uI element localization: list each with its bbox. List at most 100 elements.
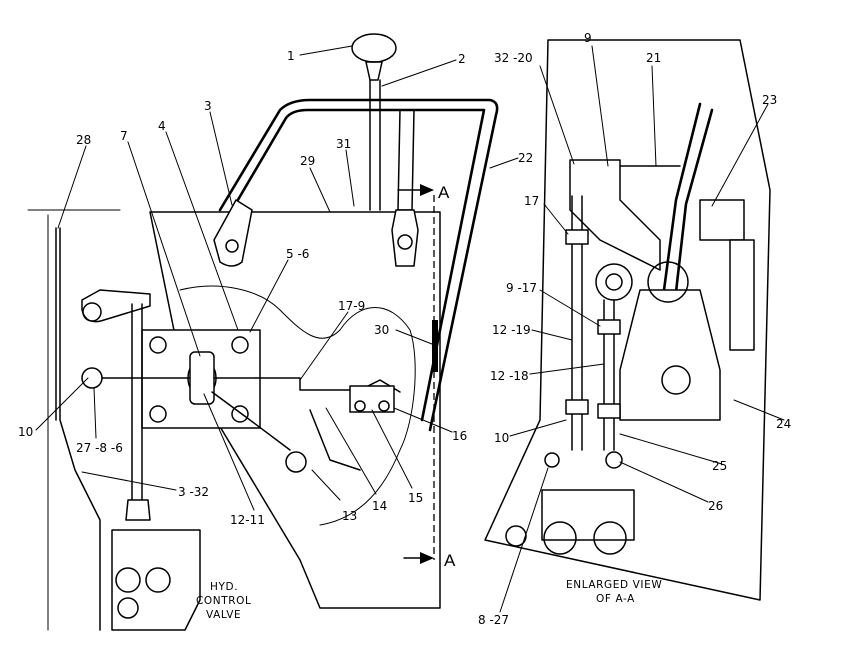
guard-bar-inner: [230, 108, 486, 422]
rod-9-17-nut: [597, 319, 621, 335]
rod-25-nut: [597, 403, 621, 419]
pivot-hub: [595, 263, 633, 301]
valve-housing-right: [619, 289, 721, 421]
leader-12-11: [203, 393, 255, 511]
callout-9: 9: [584, 31, 592, 45]
pivot-hub-inner: [605, 273, 623, 291]
callout-31: 31: [336, 137, 351, 151]
leader-3: [209, 111, 233, 206]
plate-23: [699, 199, 745, 241]
callout-12-18: 12 -18: [490, 369, 529, 383]
leader-24: [733, 399, 785, 421]
callout-3-32: 3 -32: [178, 485, 209, 499]
leader-29: [309, 167, 331, 213]
housing-port: [661, 365, 691, 395]
leader-21: [651, 65, 657, 167]
callout-8-27: 8 -27: [478, 613, 509, 627]
spring-14: [309, 409, 361, 471]
breakaway-contour: [179, 285, 416, 526]
lower-pivot: [81, 367, 103, 389]
callout-labels: 1 2 3 4 5 -6 7 28 29 31 22 17-9 30 10 27…: [18, 31, 791, 627]
spool-body: [189, 351, 215, 405]
pivot-block: [391, 209, 419, 267]
leader-5-6: [249, 259, 289, 333]
guard-bar: [218, 98, 499, 432]
callout-2: 2: [458, 52, 466, 66]
callout-21: 21: [646, 51, 661, 65]
rod-clevis: [125, 499, 151, 521]
callout-13: 13: [342, 509, 357, 523]
hyd-caption-1: HYD.: [210, 581, 238, 593]
enlarged-port-a: [543, 521, 577, 555]
callout-23: 23: [762, 93, 777, 107]
callout-26: 26: [708, 499, 723, 513]
leader-2: [381, 59, 457, 87]
callout-16: 16: [452, 429, 467, 443]
hub-large: [647, 261, 689, 303]
leader-14: [325, 407, 377, 495]
enlarged-valve: [541, 489, 635, 541]
callout-32-20: 32 -20: [494, 51, 533, 65]
callout-3: 3: [204, 99, 212, 113]
hyd-caption-3: VALVE: [206, 609, 241, 621]
leader-13: [311, 469, 341, 501]
leader-17-9: [299, 311, 349, 381]
leader-15: [371, 409, 413, 489]
leader-16: [393, 407, 453, 433]
leader-31: [345, 149, 355, 207]
hyd-port-b: [145, 567, 171, 593]
part-30-plate: [432, 320, 438, 372]
hyd-port-c: [117, 597, 139, 619]
leader-7: [127, 141, 201, 357]
leader-28: [57, 145, 87, 229]
side-plate: [729, 239, 755, 351]
bellcrank-pivot: [82, 302, 102, 322]
leader-4: [165, 131, 239, 331]
callout-27-8-6: 27 -8 -6: [76, 441, 123, 455]
leader-8-27: [499, 467, 549, 613]
leader-lines: [35, 45, 785, 613]
lever-21: [662, 102, 702, 292]
leader-22: [489, 157, 519, 169]
clamp-16: [349, 385, 395, 413]
clamp-bolt-a: [354, 400, 366, 412]
pivot-hole: [397, 234, 413, 250]
callout-15: 15: [408, 491, 423, 505]
main-view: [27, 33, 499, 631]
callout-28: 28: [76, 133, 91, 147]
callout-12-11: 12-11: [230, 513, 265, 527]
leader-17: [543, 203, 569, 235]
block-bolt-bl: [149, 405, 167, 423]
lever-arm: [397, 109, 415, 211]
hyd-caption-2: CONTROL: [196, 595, 251, 607]
block-bolt-tl: [149, 336, 167, 354]
callout-5-6: 5 -6: [286, 247, 309, 261]
callout-7: 7: [120, 129, 128, 143]
section-arrows: [397, 184, 434, 564]
leader-32-20: [539, 65, 575, 165]
rod-17-nut: [565, 229, 589, 245]
callout-10-left: 10: [18, 425, 33, 439]
enlarged-port-b: [593, 521, 627, 555]
bracket-3: [213, 199, 253, 267]
leader-12-19: [531, 329, 573, 341]
callout-12-19: 12 -19: [492, 323, 531, 337]
hyd-valve-body: [111, 529, 201, 631]
hyd-port-a: [115, 567, 141, 593]
arrow-bottom-head: [420, 552, 434, 564]
callout-25: 25: [712, 459, 727, 473]
leader-9-17: [539, 289, 601, 327]
upper-bellcrank: [81, 289, 151, 323]
leader-26: [619, 461, 709, 503]
frame-rail: [59, 227, 101, 631]
section-mark-top: A: [438, 183, 450, 202]
link-arm-lower: [211, 391, 291, 451]
callout-24: 24: [776, 417, 791, 431]
clamp-bolt-b: [378, 400, 390, 412]
leader-30: [395, 329, 433, 345]
bracket-bolt: [225, 239, 239, 253]
block-bolt-tr: [231, 336, 249, 354]
callout-29: 29: [300, 154, 315, 168]
leader-10-right: [509, 419, 567, 437]
